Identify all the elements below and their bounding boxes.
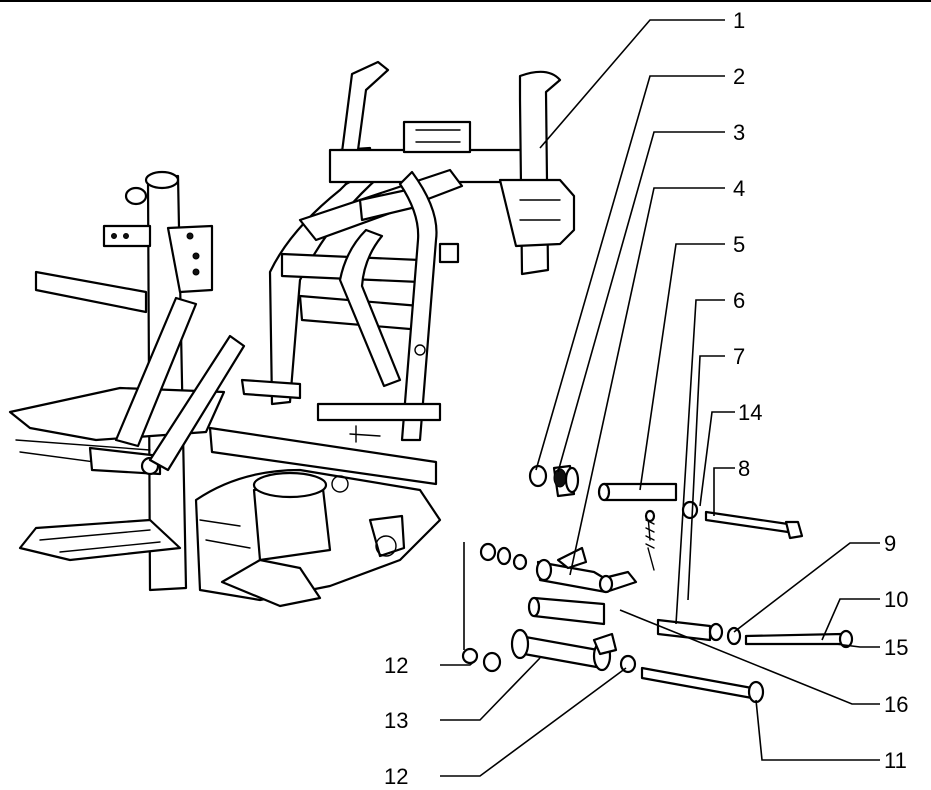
callout-5: 5 bbox=[733, 232, 745, 257]
washer-12-bottom bbox=[619, 654, 637, 674]
callout-16: 16 bbox=[884, 692, 908, 717]
washer-12-top bbox=[461, 647, 479, 665]
callout-7: 7 bbox=[733, 344, 745, 369]
callout-8: 8 bbox=[738, 456, 750, 481]
spacer-16 bbox=[532, 596, 606, 626]
spacer-6 bbox=[656, 618, 712, 642]
washer-9 bbox=[726, 626, 742, 646]
callout-13: 13 bbox=[384, 708, 408, 733]
callout-9: 9 bbox=[884, 531, 896, 556]
washer-14 bbox=[681, 500, 699, 520]
leader-lines bbox=[440, 19, 880, 777]
bolt-10 bbox=[744, 632, 844, 646]
callout-labels: 1 2 3 4 5 6 7 14 8 9 10 15 12 16 13 11 1… bbox=[384, 8, 908, 789]
exploded-parts bbox=[461, 464, 854, 704]
frame-assembly bbox=[8, 60, 576, 608]
callout-4: 4 bbox=[733, 176, 745, 201]
washer-2 bbox=[528, 464, 548, 488]
callout-11: 11 bbox=[884, 748, 907, 773]
shock-absorber-13 bbox=[518, 634, 604, 670]
callout-12-lower: 12 bbox=[384, 764, 408, 789]
callout-15: 15 bbox=[884, 635, 908, 660]
spring-7 bbox=[645, 515, 655, 571]
callout-12-upper: 12 bbox=[384, 653, 408, 678]
callout-2: 2 bbox=[733, 64, 745, 89]
bolt-11 bbox=[640, 666, 754, 700]
callout-6: 6 bbox=[733, 288, 745, 313]
bolt-8 bbox=[704, 510, 790, 534]
callout-14: 14 bbox=[738, 400, 762, 425]
callout-10: 10 bbox=[884, 587, 908, 612]
callout-1: 1 bbox=[733, 8, 745, 33]
callout-3: 3 bbox=[733, 120, 745, 145]
link-arm-4 bbox=[536, 560, 638, 594]
